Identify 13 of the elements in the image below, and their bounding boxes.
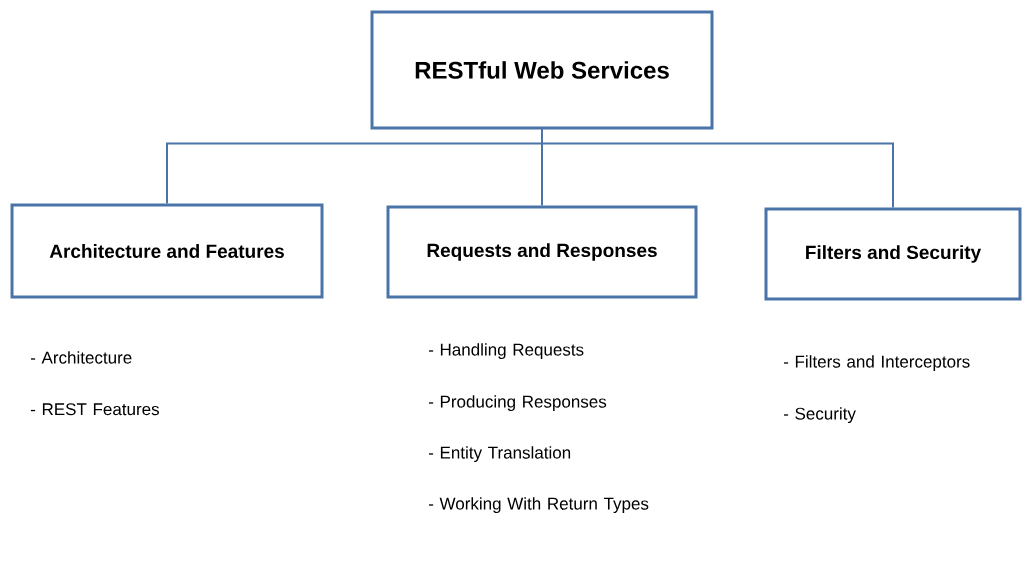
title-box: RESTful Web Services (370, 10, 714, 130)
list-item: - REST Features (30, 403, 159, 416)
title-box: Architecture and Features (10, 203, 324, 299)
list-item: - Security (783, 407, 856, 424)
title-box: Requests and Responses (386, 205, 698, 299)
list-item: - Working With Return Types (428, 497, 649, 514)
title-box: Filters and Security (764, 207, 1022, 301)
list-item: - Producing Responses (428, 395, 607, 412)
list-item: - Architecture (30, 351, 132, 364)
list-item: - Entity Translation (428, 446, 571, 463)
list-item: - Filters and Interceptors (783, 355, 970, 372)
connector-line (541, 128, 894, 209)
list-item: - Handling Requests (428, 343, 584, 360)
